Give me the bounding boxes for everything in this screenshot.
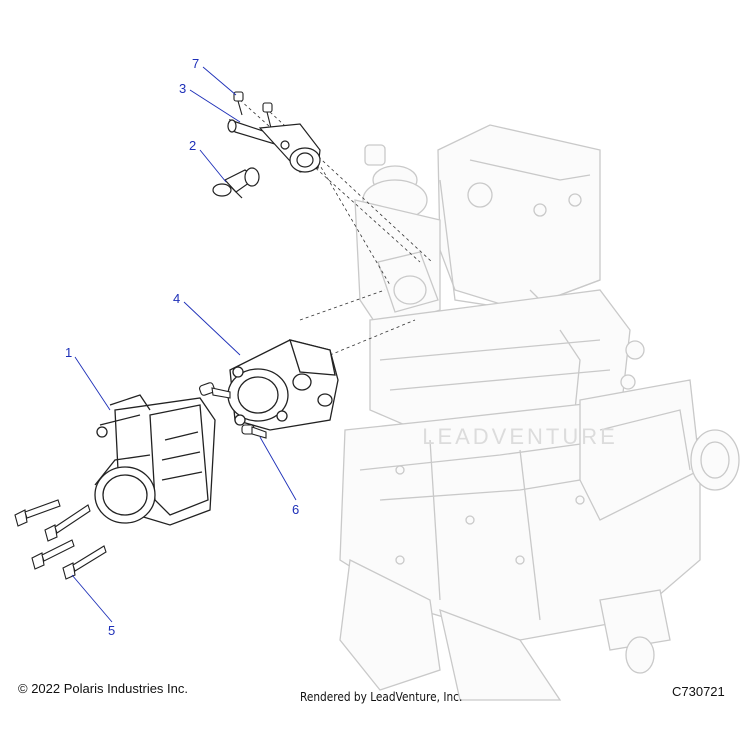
part-1-throttle-body	[94, 394, 216, 526]
engine-ghost	[339, 124, 740, 701]
callout-1: 1	[65, 345, 72, 360]
copyright-text: © 2022 Polaris Industries Inc.	[18, 681, 188, 696]
watermark: LEADVENTURE	[422, 424, 618, 449]
callout-2: 2	[189, 138, 196, 153]
part-2-fitting	[212, 167, 260, 199]
part-4-adapter	[227, 339, 339, 431]
part-5-bolts	[14, 499, 107, 580]
callout-6: 6	[292, 502, 299, 517]
callout-leaders	[71, 66, 297, 623]
rendered-by-text: Rendered by LeadVenture, Inc.	[300, 690, 463, 704]
part-6-bolts	[199, 382, 267, 439]
callout-5: 5	[108, 623, 115, 638]
callout-3: 3	[179, 81, 186, 96]
callout-4: 4	[173, 291, 180, 306]
figure-code: C730721	[672, 684, 725, 699]
part-7-bolts	[233, 91, 273, 129]
callout-7: 7	[192, 56, 199, 71]
part-3-fitting	[227, 119, 321, 173]
